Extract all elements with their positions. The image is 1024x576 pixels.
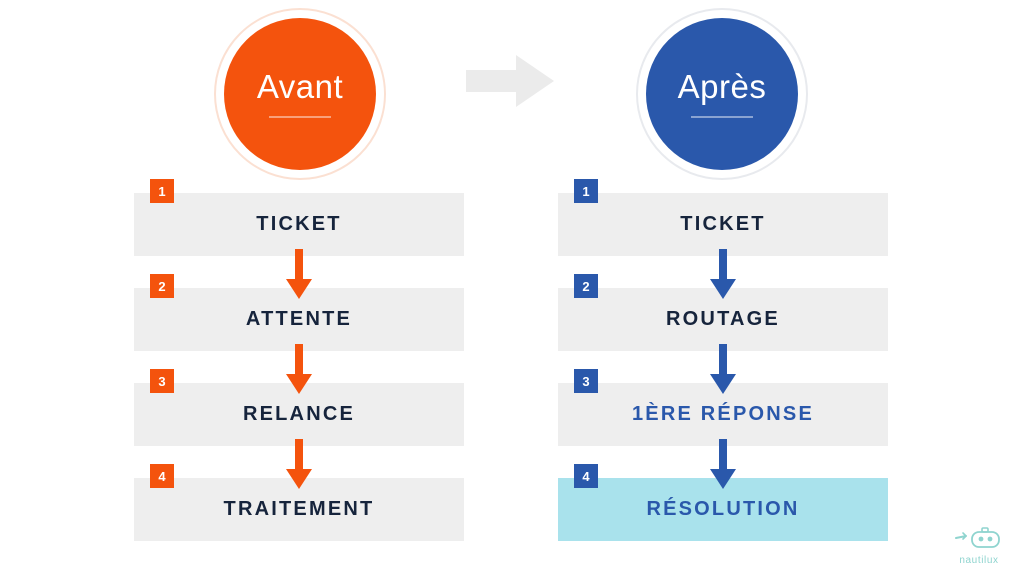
after-step-4-label: RÉSOLUTION (646, 498, 800, 520)
brand-name: nautilux (959, 555, 999, 566)
arrow-right-icon (466, 55, 554, 107)
before-step-1-label: TICKET (256, 213, 342, 235)
before-step-4-badge: 4 (150, 464, 174, 488)
after-step-4-badge: 4 (574, 464, 598, 488)
after-step-1-label: TICKET (680, 213, 766, 235)
after-step-3-badge: 3 (574, 369, 598, 393)
after-step-1-badge: 1 (574, 179, 598, 203)
before-step-3-badge: 3 (150, 369, 174, 393)
before-step-1: 1 TICKET (134, 179, 464, 299)
before-circle-ring (214, 8, 386, 180)
after-step-3-label: 1ÈRE RÉPONSE (631, 403, 814, 425)
before-step-3-label: RELANCE (242, 403, 356, 425)
after-circle: Après (646, 18, 798, 170)
after-connector-3-arrow-down-icon (710, 439, 736, 491)
after-step-2: 2 ROUTAGE (558, 274, 888, 394)
before-connector-1-arrow-down-icon (286, 249, 312, 301)
before-connector-2-arrow-down-icon (286, 344, 312, 396)
after-connector-2-arrow-down-icon (710, 344, 736, 396)
after-process-column: 1 TICKET 2 ROUTAGE 3 1ÈRE RÉPONSE (558, 179, 888, 541)
after-circle-label: Après (677, 68, 767, 105)
after-step-2-badge: 2 (574, 274, 598, 298)
before-process-column: 1 TICKET 2 ATTENTE 3 RELANCE (134, 179, 464, 541)
before-circle: Avant (224, 18, 376, 170)
before-step-4-label: TRAITEMENT (223, 498, 375, 520)
after-step-2-label: ROUTAGE (666, 308, 780, 330)
before-step-2-label: ATTENTE (245, 308, 353, 330)
brand-logo: nautilux (946, 527, 1012, 566)
after-circle-underline (691, 116, 753, 118)
before-circle-label: Avant (256, 68, 344, 105)
before-step-2-badge: 2 (150, 274, 174, 298)
before-step-1-badge: 1 (150, 179, 174, 203)
after-circle-ring (636, 8, 808, 180)
after-connector-1-arrow-down-icon (710, 249, 736, 301)
after-step-1: 1 TICKET (558, 179, 888, 299)
before-connector-3-arrow-down-icon (286, 439, 312, 491)
robot-head-icon (954, 527, 1004, 554)
before-circle-underline (269, 116, 331, 118)
